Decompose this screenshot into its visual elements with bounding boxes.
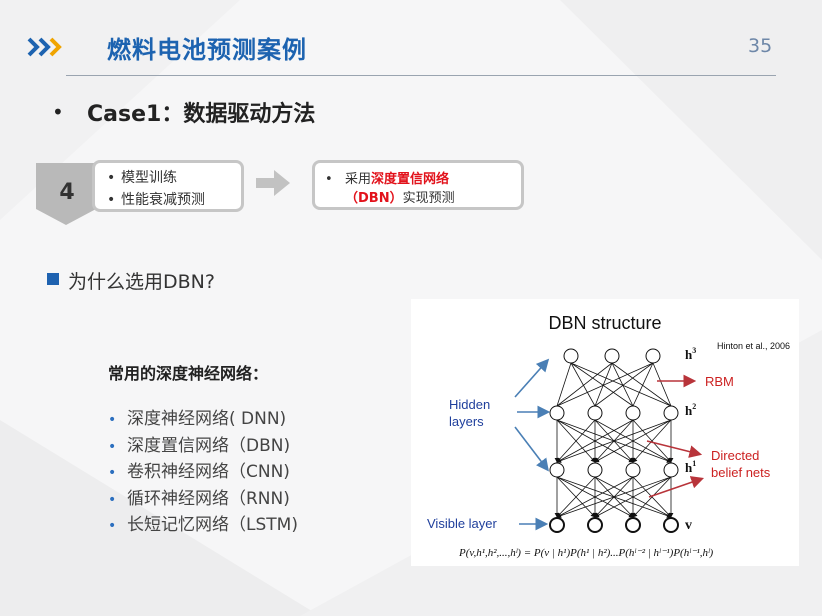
network-edge xyxy=(594,362,654,407)
hidden-unit-node xyxy=(625,462,641,478)
step-badge-shape xyxy=(36,163,96,225)
dbn-diagram: DBN structure Hinton et al., 2006 h3 h2 … xyxy=(411,299,799,566)
network-edge xyxy=(570,362,596,407)
why-heading: 为什么选用DBN? xyxy=(68,271,215,293)
network-edge xyxy=(632,476,672,518)
network-edge xyxy=(632,419,672,463)
directed-arrow xyxy=(646,440,703,458)
result-line-2: （DBN）实现预测 xyxy=(345,191,455,206)
hidden-unit-node xyxy=(587,405,603,421)
hidden-label-line-2: layers xyxy=(449,414,484,429)
result-box: •采用深度置信网络 （DBN）实现预测 xyxy=(312,160,524,210)
rbm-label: RBM xyxy=(705,374,734,389)
network-edge xyxy=(652,362,672,407)
layer-label-v: v xyxy=(685,518,692,533)
hidden-unit-node xyxy=(563,348,579,364)
visible-unit-node xyxy=(549,517,565,533)
case-heading: Case1：数据驱动方法 xyxy=(87,102,316,127)
network-edge xyxy=(611,362,672,407)
hidden-arrow xyxy=(514,358,550,398)
result-line-1: •采用深度置信网络 xyxy=(325,172,450,187)
network-edge xyxy=(556,419,672,463)
network-edge xyxy=(611,362,634,407)
hidden-arrow xyxy=(514,426,549,472)
layer-label-h3: h3 xyxy=(685,346,696,362)
layer-label-h1: h1 xyxy=(685,459,696,475)
list-item: •循环神经网络（RNN) xyxy=(108,488,290,509)
hidden-unit-node xyxy=(645,348,661,364)
network-edge xyxy=(632,362,654,407)
joint-probability-formula: P(v,h¹,h²,...,hˡ) = P(v | h¹)P(h¹ | h²).… xyxy=(458,547,714,559)
hidden-unit-node xyxy=(549,462,565,478)
network-list-title: 常用的深度神经网络： xyxy=(108,364,269,383)
visible-unit-node xyxy=(663,517,679,533)
dbn-diagram-svg: DBN structure Hinton et al., 2006 h3 h2 … xyxy=(427,313,790,559)
network-edges xyxy=(554,362,674,518)
network-edge xyxy=(594,419,672,463)
list-item: •深度神经网络( DNN) xyxy=(108,409,287,429)
square-bullet xyxy=(47,273,59,285)
list-item: •卷积神经网络（CNN) xyxy=(108,462,290,482)
hidden-unit-node xyxy=(663,405,679,421)
step-item: •性能衰减预测 xyxy=(107,192,205,208)
visible-unit-node xyxy=(587,517,603,533)
header-divider xyxy=(66,75,776,76)
step-box: •模型训练 •性能衰减预测 xyxy=(92,160,244,212)
case-bullet: • xyxy=(52,100,64,124)
layer-label-h2: h2 xyxy=(685,402,696,418)
list-item: •长短记忆网络（LSTM) xyxy=(108,515,298,535)
hidden-unit-node xyxy=(604,348,620,364)
page-number: 35 xyxy=(748,35,773,57)
hidden-unit-node xyxy=(625,405,641,421)
hidden-unit-node xyxy=(663,462,679,478)
network-edge xyxy=(594,476,672,518)
network-edge xyxy=(556,476,672,518)
network-edge xyxy=(556,476,596,518)
directed-label-line-2: belief nets xyxy=(711,465,771,480)
hidden-label-line-1: Hidden xyxy=(449,397,490,412)
directed-arrow xyxy=(648,476,705,498)
network-nodes xyxy=(549,348,679,533)
network-edge xyxy=(556,419,634,463)
network-edge xyxy=(556,362,613,407)
visible-unit-node xyxy=(625,517,641,533)
slide-title: 燃料电池预测案例 xyxy=(107,36,307,64)
network-edge xyxy=(594,362,613,407)
network-list: •深度神经网络( DNN) •深度置信网络（DBN) •卷积神经网络（CNN) … xyxy=(108,404,298,537)
list-item: •深度置信网络（DBN) xyxy=(108,435,291,456)
hidden-unit-node xyxy=(549,405,565,421)
network-edge xyxy=(556,476,634,518)
diagram-title: DBN structure xyxy=(548,313,661,333)
step-number: 4 xyxy=(59,180,75,205)
network-edge xyxy=(556,419,596,463)
chevrons-icon xyxy=(27,37,62,57)
diagram-credit: Hinton et al., 2006 xyxy=(717,341,790,351)
right-arrow-icon xyxy=(256,170,290,196)
network-edge xyxy=(556,362,654,407)
network-edge xyxy=(556,362,572,407)
network-edge xyxy=(570,362,634,407)
step-item: •模型训练 xyxy=(107,170,177,186)
network-edge xyxy=(570,362,672,407)
hidden-unit-node xyxy=(587,462,603,478)
visible-label: Visible layer xyxy=(427,516,498,531)
directed-label-line-1: Directed xyxy=(711,448,759,463)
